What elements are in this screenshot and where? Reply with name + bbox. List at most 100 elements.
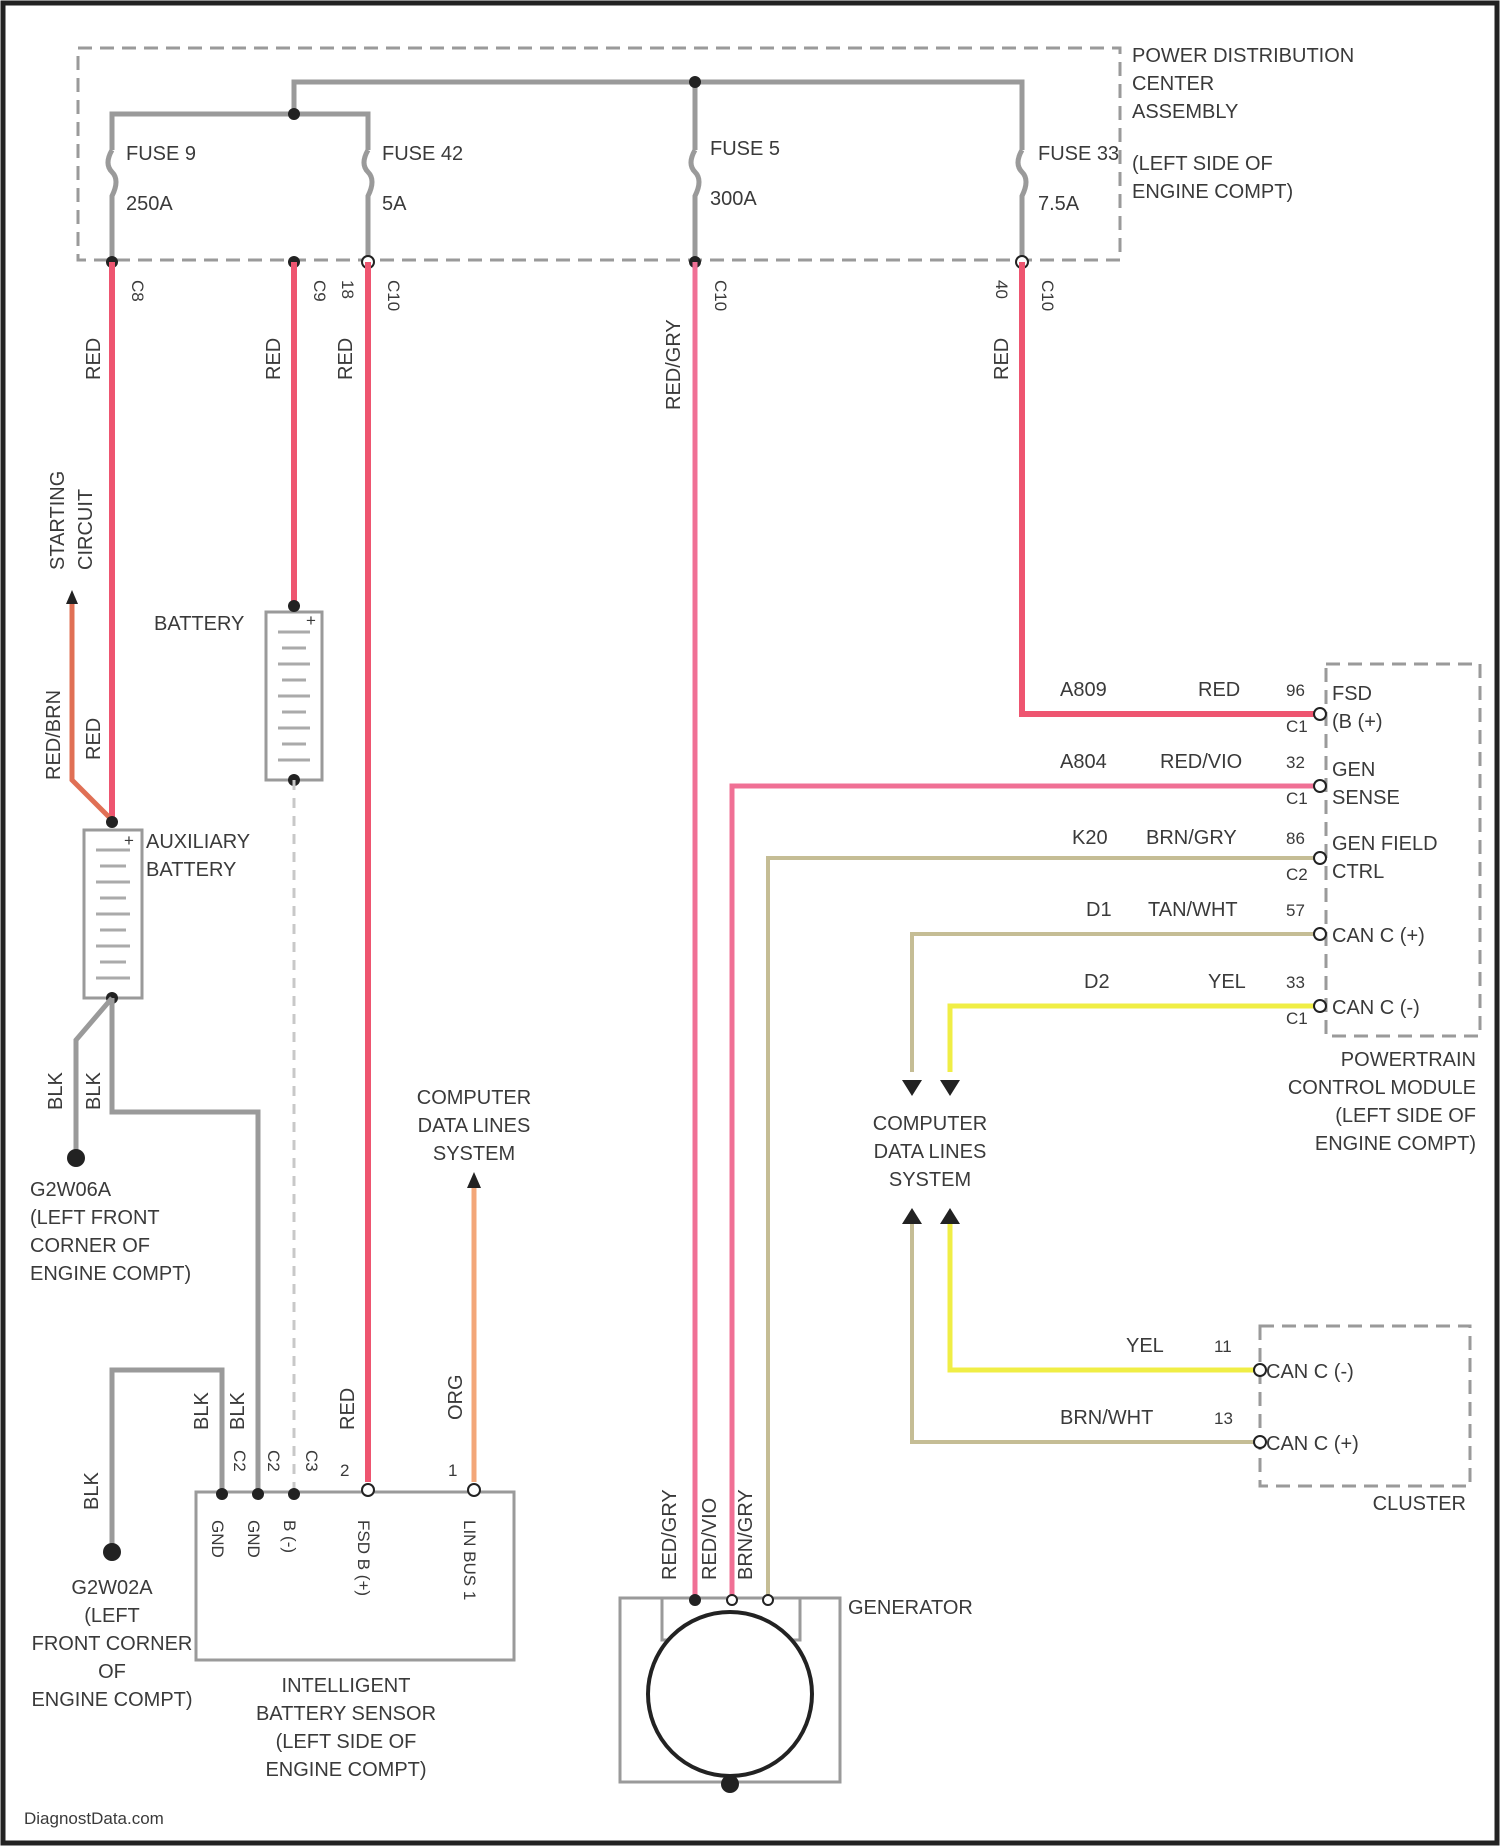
ground-g2w06a-symbol bbox=[67, 1149, 85, 1167]
ibs-pin-b-minus: B (-) bbox=[280, 1520, 299, 1553]
pcm-row-1-function-2: (B (+) bbox=[1332, 711, 1383, 733]
pcm-row-3-pin: 86 bbox=[1286, 829, 1305, 848]
wire-starting-circuit bbox=[72, 604, 112, 820]
pdc-splice-1 bbox=[288, 108, 300, 120]
battery-label: BATTERY bbox=[154, 613, 244, 635]
pdc-splice-2 bbox=[689, 76, 701, 88]
pcm-row-1-terminal bbox=[1314, 708, 1326, 720]
fuse-33-name: FUSE 33 bbox=[1038, 143, 1119, 165]
ibs-terminal-b-minus bbox=[288, 1488, 300, 1500]
wire-can-plus-pcm bbox=[912, 934, 1318, 1072]
fuse-42-name: FUSE 42 bbox=[382, 143, 463, 165]
pcm-row-fsd: A809 RED 96 C1 FSD (B (+) bbox=[1060, 679, 1383, 736]
pdc-conn-c10-b: C10 bbox=[711, 280, 730, 311]
wire-ground-a-color: BLK bbox=[45, 1072, 67, 1110]
cluster-row-2-color: BRN/WHT bbox=[1060, 1407, 1153, 1429]
ibs-pin-lin: LIN BUS 1 bbox=[460, 1520, 479, 1600]
ibs-title-1: INTELLIGENT bbox=[282, 1675, 411, 1697]
cluster-row-2-function: CAN C (+) bbox=[1266, 1433, 1359, 1455]
pcm-row-can-plus: D1 TAN/WHT 57 CAN C (+) bbox=[1086, 899, 1425, 947]
pcm-row-4-circuit: D1 bbox=[1086, 899, 1112, 921]
intelligent-battery-sensor: BLK BLK BLK RED C2 C2 C3 2 1 GND GND B (… bbox=[81, 1370, 514, 1781]
generator-label: GENERATOR bbox=[848, 1597, 973, 1619]
cluster-row-1-terminal bbox=[1254, 1364, 1266, 1376]
battery-cells bbox=[278, 632, 310, 760]
starting-circuit-1: STARTING bbox=[47, 471, 69, 570]
fuse-42-rating: 5A bbox=[382, 193, 407, 215]
cdl-2-line-3: SYSTEM bbox=[889, 1169, 971, 1191]
aux-battery-label-2: BATTERY bbox=[146, 859, 236, 881]
cdl-1-line-3: SYSTEM bbox=[433, 1143, 515, 1165]
ground-1-line-1: (LEFT FRONT bbox=[30, 1207, 160, 1229]
pcm-row-2-pin: 32 bbox=[1286, 753, 1305, 772]
cluster-row-1-function: CAN C (-) bbox=[1266, 1361, 1354, 1383]
ground-2-line-4: ENGINE COMPT) bbox=[31, 1689, 192, 1711]
wire-ibs-gnd-color: BLK bbox=[191, 1392, 213, 1430]
pcm-row-4-function: CAN C (+) bbox=[1332, 925, 1425, 947]
ibs-conn-c2-b: C2 bbox=[264, 1450, 283, 1472]
fuse-9: FUSE 9 250A bbox=[108, 143, 196, 258]
cluster-row-1-color: YEL bbox=[1126, 1335, 1164, 1357]
pcm-row-2-circuit: A804 bbox=[1060, 751, 1107, 773]
ibs-terminal-gnd-1 bbox=[216, 1488, 228, 1500]
pcm-row-4-pin: 57 bbox=[1286, 901, 1305, 920]
pdc-title-2: CENTER bbox=[1132, 73, 1214, 95]
pcm-row-5-terminal bbox=[1314, 1000, 1326, 1012]
pcm-row-1-circuit: A809 bbox=[1060, 679, 1107, 701]
wire-fuse9-color: RED bbox=[83, 338, 105, 380]
cdl-2-arrow-1 bbox=[902, 1080, 922, 1096]
pdc-bus-main bbox=[294, 82, 1022, 150]
cdl-2-arrow-4 bbox=[940, 1208, 960, 1224]
fuse-33-element bbox=[1018, 150, 1026, 258]
auxiliary-battery: + AUXILIARY BATTERY bbox=[84, 816, 250, 1004]
fuse-33-rating: 7.5A bbox=[1038, 193, 1080, 215]
pcm-row-3-function: GEN FIELD bbox=[1332, 833, 1438, 855]
cluster-row-1-pin: 11 bbox=[1214, 1337, 1232, 1356]
cdl-2-arrow-2 bbox=[940, 1080, 960, 1096]
wire-fuse33-color: RED bbox=[991, 338, 1013, 380]
pcm-row-3-circuit: K20 bbox=[1072, 827, 1108, 849]
wire-starting-color: RED/BRN bbox=[43, 690, 65, 780]
wire-ibs-gnd2-color: BLK bbox=[227, 1392, 249, 1430]
pcm-row-2-function: GEN bbox=[1332, 759, 1375, 781]
power-distribution-center: POWER DISTRIBUTION CENTER ASSEMBLY (LEFT… bbox=[78, 45, 1354, 311]
aux-battery-cells bbox=[96, 850, 130, 978]
fuse-9-rating: 250A bbox=[126, 193, 173, 215]
ibs-pin-gnd-2: GND bbox=[244, 1520, 263, 1558]
cdl-2-line-2: DATA LINES bbox=[874, 1141, 987, 1163]
pdc-location-1: (LEFT SIDE OF bbox=[1132, 153, 1273, 175]
pcm-row-3-function-2: CTRL bbox=[1332, 861, 1384, 883]
fuse-5-rating: 300A bbox=[710, 188, 757, 210]
starting-circuit-2: CIRCUIT bbox=[75, 489, 97, 570]
ibs-terminal-gnd-2 bbox=[252, 1488, 264, 1500]
pdc-location-2: ENGINE COMPT) bbox=[1132, 181, 1293, 203]
ibs-pin-fsd: FSD B (+) bbox=[354, 1520, 373, 1596]
fuse-9-element bbox=[108, 150, 116, 258]
wire-aux-red-color: RED bbox=[83, 718, 105, 760]
ground-2-line-3: OF bbox=[98, 1661, 126, 1683]
ground-1-line-3: ENGINE COMPT) bbox=[30, 1263, 191, 1285]
pcm-title-3: (LEFT SIDE OF bbox=[1335, 1105, 1476, 1127]
ground-1-id: G2W06A bbox=[30, 1179, 112, 1201]
cluster-row-2-terminal bbox=[1254, 1436, 1266, 1448]
aux-battery-plus-terminal bbox=[106, 816, 118, 828]
pcm-title-4: ENGINE COMPT) bbox=[1315, 1133, 1476, 1155]
generator-symbol bbox=[648, 1612, 812, 1776]
wire-battery-color: RED bbox=[263, 338, 285, 380]
pcm-row-2-color: RED/VIO bbox=[1160, 751, 1242, 773]
pdc-title-3: ASSEMBLY bbox=[1132, 101, 1238, 123]
aux-battery-plus: + bbox=[124, 831, 134, 850]
fuse-42: FUSE 42 5A bbox=[364, 143, 463, 258]
battery: + BATTERY bbox=[154, 600, 322, 1492]
ground-g2w02a-symbol bbox=[103, 1543, 121, 1561]
pcm-title-2: CONTROL MODULE bbox=[1288, 1077, 1476, 1099]
pcm-row-can-minus: D2 YEL 33 C1 CAN C (-) bbox=[1084, 971, 1420, 1028]
cdl-1-arrow bbox=[467, 1172, 481, 1188]
pcm-row-2-conn: C1 bbox=[1286, 789, 1308, 808]
pcm-row-gen-field: K20 BRN/GRY 86 C2 GEN FIELD CTRL bbox=[1072, 827, 1438, 884]
wire-gen-1-color: RED/GRY bbox=[659, 1489, 681, 1580]
wire-fuse5-color: RED/GRY bbox=[663, 319, 685, 410]
pcm-row-1-color: RED bbox=[1198, 679, 1240, 701]
wire-can-minus-cluster bbox=[950, 1224, 1258, 1370]
cdl-2-line-1: COMPUTER bbox=[873, 1113, 987, 1135]
